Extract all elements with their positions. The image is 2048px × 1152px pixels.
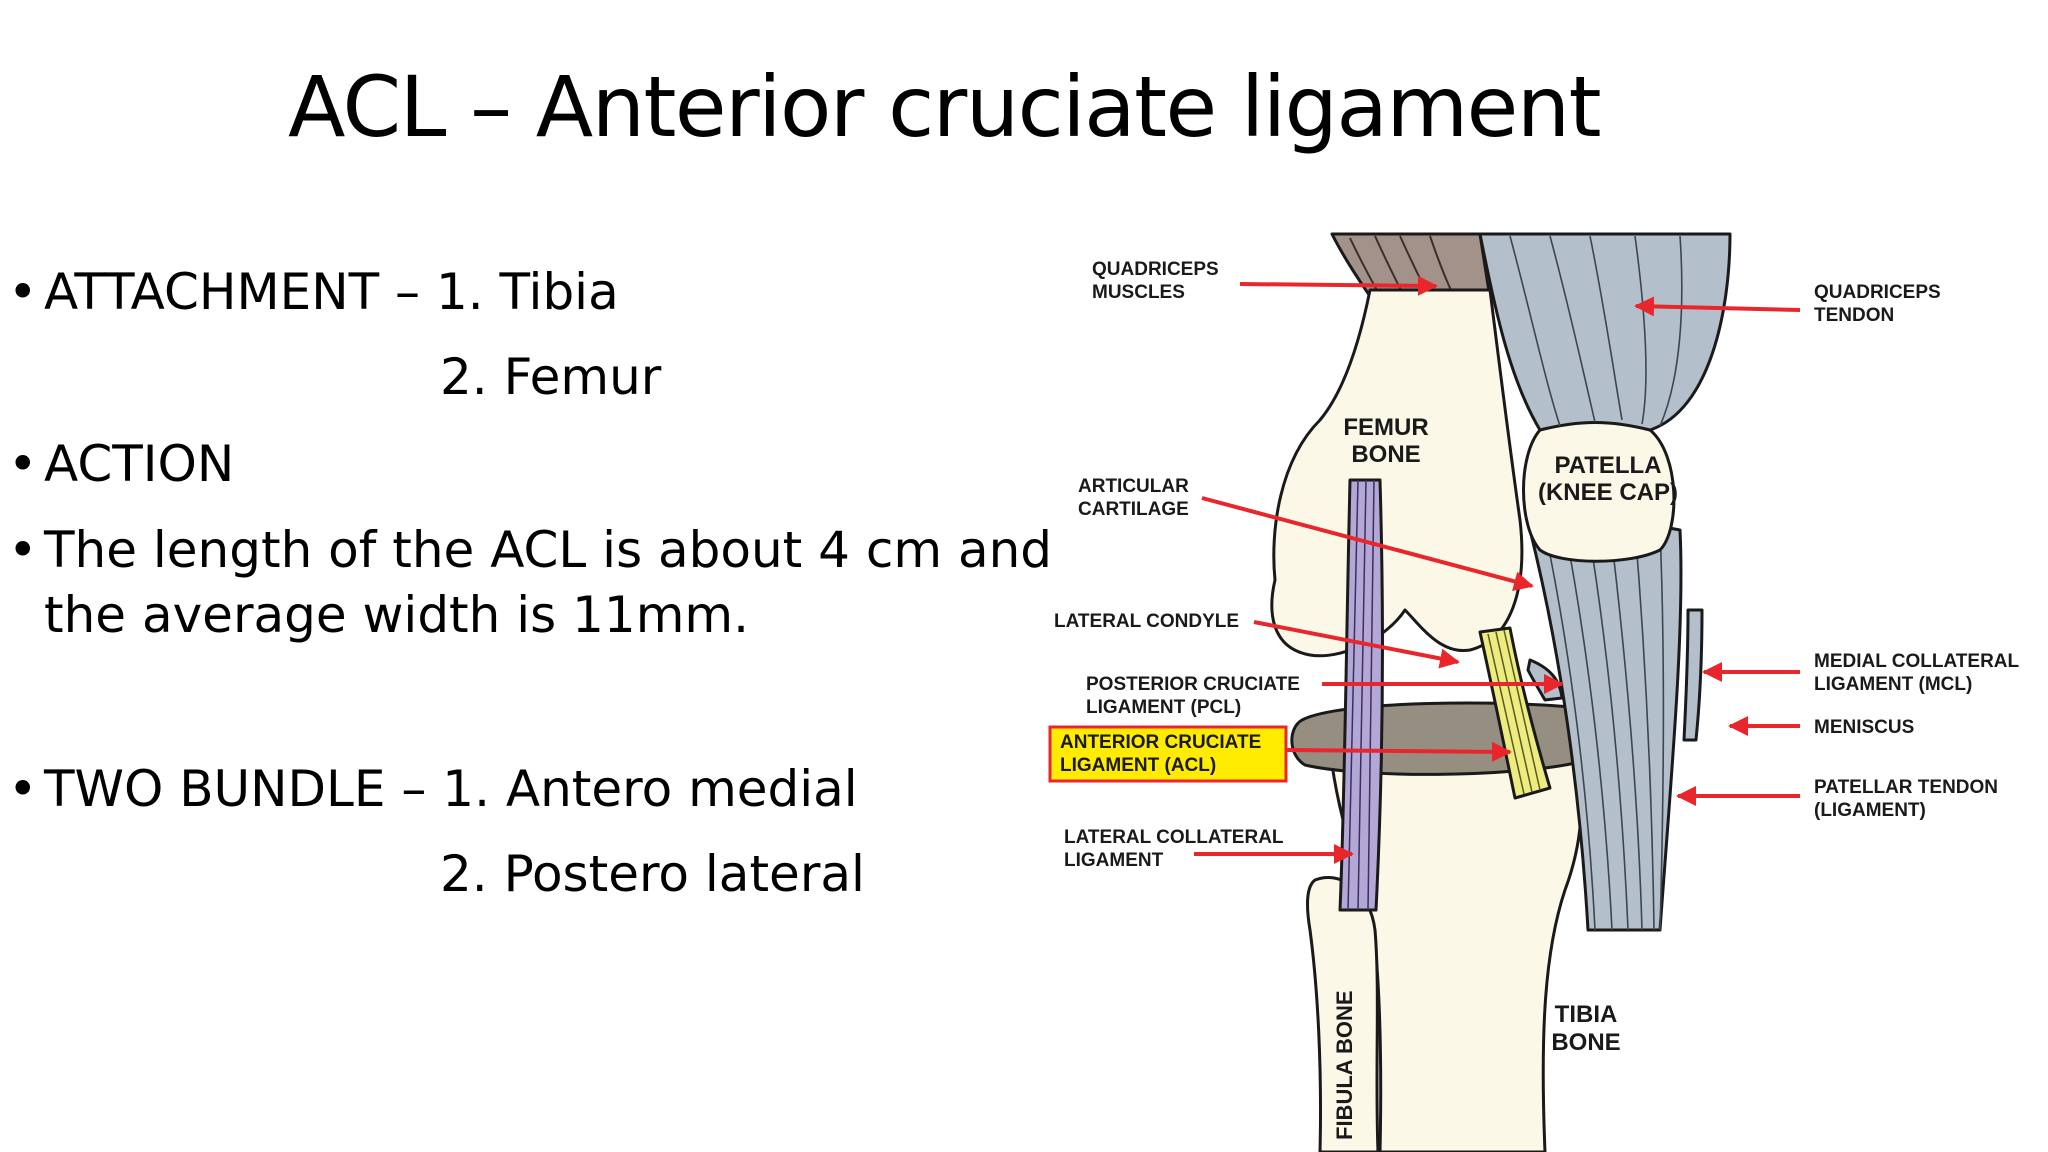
pcl-shape: [1526, 658, 1564, 702]
knee-illustration: [1270, 232, 1732, 1152]
label-tibia-line1: TIBIA: [1555, 1001, 1618, 1028]
mcl-shape: [1682, 608, 1704, 742]
label-lateral-condyle: LATERAL CONDYLE: [1054, 611, 1239, 632]
bullet-dot: •: [8, 263, 38, 321]
bullet-two-bundle-sub: 2. Postero lateral: [440, 845, 865, 903]
bullet-dot: •: [8, 435, 38, 493]
acl-label-highlight: [1048, 725, 1288, 783]
label-patellar-tendon-line1: PATELLAR TENDON: [1814, 777, 1998, 798]
bullet-text: The length of the ACL is about 4 cm and …: [44, 521, 1053, 644]
bullet-attachment-sub: 2. Femur: [440, 348, 662, 406]
arrow-articular-cartilage: [1201, 496, 1534, 592]
arrow-quadriceps-tendon: [1634, 296, 1801, 317]
label-patellar-tendon-line2: (LIGAMENT): [1814, 800, 1926, 821]
label-patella-line1: PATELLA: [1554, 452, 1661, 479]
label-quadriceps-tendon-line2: TENDON: [1814, 305, 1894, 326]
label-quadriceps-tendon-line1: QUADRICEPS: [1814, 282, 1941, 303]
bullet-action: • ACTION: [8, 432, 234, 497]
label-lcl-line1: LATERAL COLLATERAL: [1064, 827, 1284, 848]
label-quadriceps-muscles-line1: QUADRICEPS: [1092, 259, 1219, 280]
label-acl-line1: ANTERIOR CRUCIATE: [1060, 732, 1261, 753]
bullet-text: ACTION: [44, 435, 235, 493]
label-femur-line1: FEMUR: [1343, 414, 1428, 441]
lcl-fibers: [1347, 479, 1375, 911]
bullet-dot: •: [8, 521, 38, 579]
slide-title: ACL – Anterior cruciate ligament: [287, 58, 1602, 156]
label-pcl-line1: POSTERIOR CRUCIATE: [1086, 674, 1300, 695]
arrow-quadriceps-muscles: [1239, 275, 1438, 296]
label-articular-cartilage-line1: ARTICULAR: [1078, 476, 1189, 497]
label-arrows: [1194, 275, 1801, 864]
label-patella-line2: (KNEE CAP): [1538, 479, 1678, 506]
bullet-two-bundle: • TWO BUNDLE – 1. Antero medial: [8, 757, 858, 822]
diagram-labels: QUADRICEPS MUSCLES QUADRICEPS TENDON FEM…: [1054, 259, 2020, 1140]
label-quadriceps-muscles-line2: MUSCLES: [1092, 282, 1185, 303]
bullet-attachment: • ATTACHMENT – 1. Tibia: [8, 260, 619, 325]
quadriceps-tendon-fibers: [1509, 235, 1683, 427]
bullet-length: • The length of the ACL is about 4 cm an…: [8, 518, 1052, 648]
label-meniscus: MENISCUS: [1814, 717, 1914, 738]
label-lcl-line2: LIGAMENT: [1064, 850, 1164, 871]
femur-bone-shape: [1270, 288, 1524, 658]
bullet-text: ATTACHMENT – 1. Tibia: [44, 263, 619, 321]
label-acl-line2: LIGAMENT (ACL): [1060, 755, 1216, 776]
label-femur-line2: BONE: [1351, 441, 1420, 468]
label-tibia-line2: BONE: [1551, 1029, 1620, 1056]
label-fibula: FIBULA BONE: [1332, 990, 1357, 1140]
acl-fibers: [1487, 629, 1541, 795]
label-mcl-line2: LIGAMENT (MCL): [1814, 674, 1972, 695]
label-pcl-line2: LIGAMENT (PCL): [1086, 697, 1241, 718]
patellar-tendon-fibers: [1544, 525, 1665, 931]
arrow-acl: [1285, 741, 1512, 762]
knee-anatomy-diagram: QUADRICEPS MUSCLES QUADRICEPS TENDON FEM…: [1048, 232, 2020, 1152]
label-mcl-line1: MEDIAL COLLATERAL: [1814, 651, 2020, 672]
quadriceps-tendon-shape: [1478, 232, 1732, 432]
meniscus-shape: [1290, 701, 1597, 776]
bullet-text: TWO BUNDLE – 1. Antero medial: [44, 760, 858, 818]
bullet-dot: •: [8, 760, 38, 818]
arrow-lateral-condyle: [1253, 620, 1460, 669]
label-articular-cartilage-line2: CARTILAGE: [1078, 499, 1189, 520]
